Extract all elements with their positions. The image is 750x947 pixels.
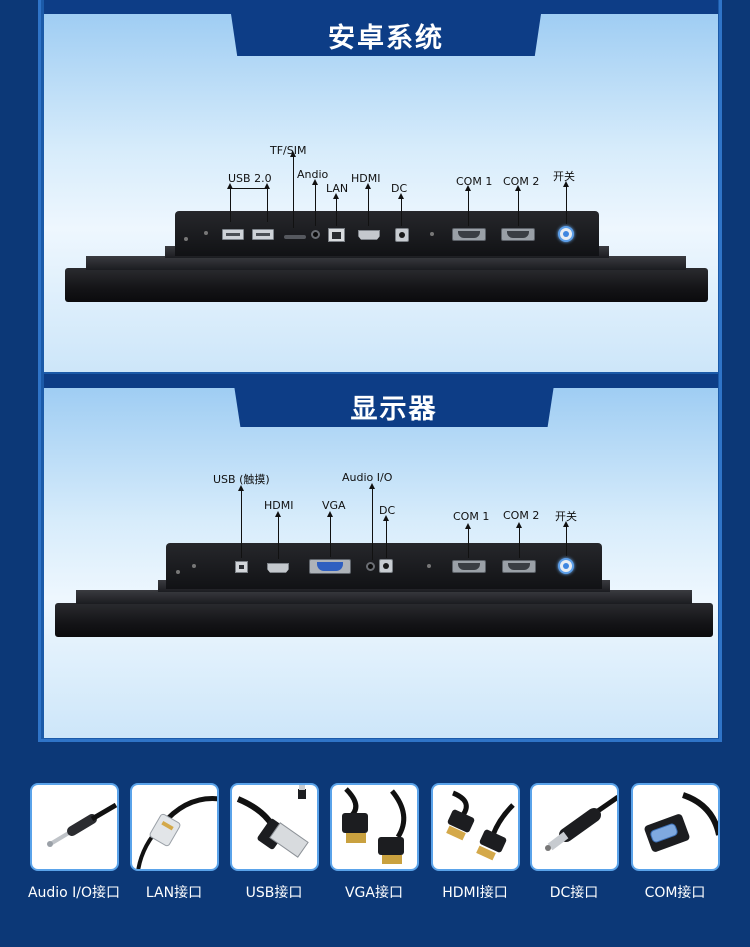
arrow-line (325, 511, 335, 557)
hdmi-plug-icon (446, 790, 515, 861)
vga-port (309, 559, 351, 574)
rj45-plug-icon (136, 796, 217, 869)
label-hdmi: HDMI (351, 172, 381, 185)
arrow-line (367, 483, 377, 560)
arrow-line (513, 185, 523, 226)
usb-port (252, 229, 274, 240)
power-button (558, 558, 574, 574)
top-band (44, 0, 718, 14)
audio-jack-icon (47, 802, 117, 847)
label-audio: Andio (297, 168, 329, 181)
arrow-line (463, 185, 473, 226)
arrow-line (561, 181, 571, 224)
label-lan-connector: LAN接口 (145, 885, 203, 901)
arrow-line (561, 521, 571, 556)
label-power: 开关 (555, 510, 577, 523)
card-com (631, 783, 720, 871)
arrow-line (381, 515, 391, 558)
label-com1: COM 1 (453, 510, 490, 523)
lan-port (328, 228, 345, 242)
card-audio (30, 783, 119, 871)
arrow-line (273, 511, 283, 559)
audio-jack (311, 230, 320, 239)
section-title-android: 安卓系统 (231, 14, 541, 56)
device-base (65, 268, 708, 302)
audio-jack (366, 562, 375, 571)
tf-sim-slot (284, 235, 306, 239)
hdmi-port (267, 563, 289, 573)
label-hdmi: HDMI (264, 499, 294, 512)
card-dc (530, 783, 619, 871)
label-com2: COM 2 (503, 175, 540, 188)
screw (204, 231, 208, 235)
usb-b-port (235, 561, 248, 573)
card-hdmi (431, 783, 520, 871)
label-vga-connector: VGA接口 (344, 885, 403, 901)
device-mid (86, 256, 686, 270)
label-com2: COM 2 (503, 509, 540, 522)
device-mid (76, 590, 692, 604)
vga-plug-icon (342, 787, 407, 864)
label-com-connector: COM接口 (644, 885, 706, 901)
arrow-line (331, 193, 341, 226)
section-title-monitor: 显示器 (234, 385, 554, 427)
label-dc: DC (379, 504, 396, 517)
label-usb20: USB 2.0 (228, 172, 272, 185)
com1-port (452, 560, 486, 573)
dc-port (379, 559, 393, 573)
com-plug-icon (644, 792, 718, 852)
screw (427, 564, 431, 568)
label-audio-connector: Audio I/O接口 (27, 885, 121, 901)
label-tfsim: TF/SIM (270, 144, 307, 157)
label-usb-connector: USB接口 (245, 885, 303, 901)
device-base (55, 603, 713, 637)
dc-port (395, 228, 409, 242)
power-button (558, 226, 574, 242)
dc-plug-icon (545, 794, 617, 851)
arrow-line (225, 183, 235, 222)
arrow-line (310, 179, 320, 226)
label-dc-connector: DC接口 (549, 885, 599, 901)
label-dc: DC (391, 182, 408, 195)
arrow-line (514, 522, 524, 558)
label-audio-io: Audio I/O (342, 471, 393, 484)
com2-port (502, 560, 536, 573)
bracket (230, 188, 268, 190)
arrow-line (363, 183, 373, 226)
usb-plug-icon (236, 785, 309, 858)
screw (192, 564, 196, 568)
arrow-line (396, 193, 406, 226)
label-com1: COM 1 (456, 175, 493, 188)
com1-port (452, 228, 486, 241)
screw (176, 570, 180, 574)
android-panel (44, 14, 718, 372)
label-power: 开关 (553, 170, 575, 183)
usb-port (222, 229, 244, 240)
label-usb-touch: USB (触摸) (213, 473, 270, 486)
screw (184, 237, 188, 241)
label-hdmi-connector: HDMI接口 (442, 885, 508, 901)
screw (430, 232, 434, 236)
card-vga (330, 783, 419, 871)
arrow-line (236, 485, 246, 558)
label-vga: VGA (322, 499, 346, 512)
label-lan: LAN (326, 182, 349, 195)
card-usb (230, 783, 319, 871)
arrow-line (288, 151, 298, 228)
arrow-line (463, 523, 473, 558)
card-lan (130, 783, 219, 871)
arrow-line (262, 183, 272, 222)
com2-port (501, 228, 535, 241)
hdmi-port (358, 230, 380, 240)
